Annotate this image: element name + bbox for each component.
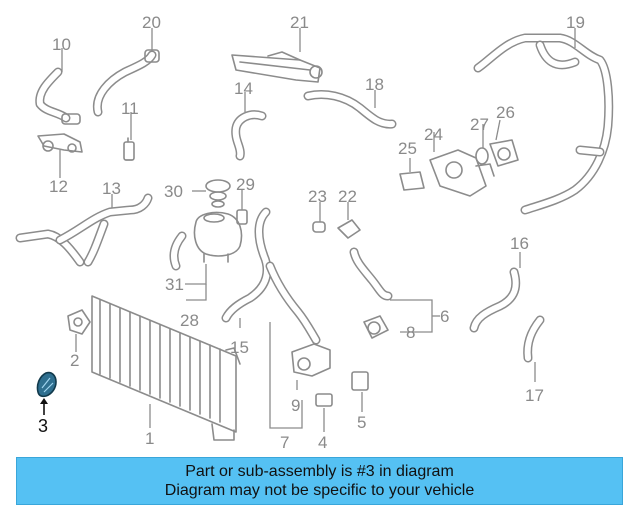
part-21-flange (231, 51, 323, 83)
part-2-bracket (67, 309, 91, 335)
callout-15: 15 (230, 338, 249, 357)
callout-30: 30 (164, 182, 183, 201)
callout-16: 16 (510, 234, 529, 253)
callout-7: 7 (280, 433, 289, 452)
callout-28: 28 (180, 311, 199, 330)
part-27-oring (475, 147, 489, 165)
part-23-plug (312, 221, 326, 233)
info-banner: Part or sub-assembly is #3 in diagram Di… (16, 457, 623, 505)
callout-numbers: 1 2 3 4 5 6 7 8 9 10 11 12 13 14 15 16 1… (38, 13, 585, 452)
callout-8: 8 (406, 323, 415, 342)
part-9-fitting (291, 343, 331, 377)
callout-25: 25 (398, 139, 417, 158)
part-15-hose (221, 207, 321, 345)
part-26-flange (489, 139, 519, 167)
callout-26: 26 (496, 103, 515, 122)
banner-line-disclaimer: Diagram may not be specific to your vehi… (164, 482, 475, 499)
callout-27: 27 (470, 115, 489, 134)
callout-22: 22 (338, 187, 357, 206)
callout-14: 14 (234, 79, 253, 98)
callout-29: 29 (236, 175, 255, 194)
callout-10: 10 (52, 35, 71, 54)
part-13-pipe (15, 193, 153, 267)
part-3-highlighted (36, 371, 57, 398)
callout-9: 9 (291, 396, 300, 415)
callout-4: 4 (318, 433, 327, 452)
part-5-sensor (351, 371, 369, 391)
part-31-hose (169, 231, 187, 271)
leader-lines (40, 28, 576, 432)
part-1-radiator (91, 295, 241, 441)
part-22-clip (337, 219, 361, 239)
callout-19: 19 (566, 13, 585, 32)
callout-31: 31 (165, 275, 184, 294)
part-18-hose (303, 90, 397, 129)
part-4-sensor (315, 393, 333, 407)
callout-12: 12 (49, 177, 68, 196)
part-8-fitting (363, 315, 389, 339)
callout-13: 13 (102, 179, 121, 198)
part-12-bracket (37, 133, 83, 153)
callout-3: 3 (38, 416, 48, 436)
part-24-housing (429, 149, 495, 197)
callout-18: 18 (365, 75, 384, 94)
part-10-hose (35, 67, 81, 125)
part-11-sensor (123, 137, 135, 161)
callout-21: 21 (290, 13, 309, 32)
callout-5: 5 (357, 413, 366, 432)
callout-11: 11 (121, 99, 139, 118)
part-6-hose (349, 247, 393, 301)
callout-2: 2 (70, 351, 79, 370)
part-25-gasket (399, 171, 425, 191)
part-14-hose (231, 110, 267, 161)
expansion-tank (193, 211, 243, 263)
part-17-hose (523, 315, 545, 363)
callout-1: 1 (145, 429, 154, 448)
callout-6: 6 (440, 307, 449, 326)
parts-diagram: 1 2 3 4 5 6 7 8 9 10 11 12 13 14 15 16 1… (15, 13, 614, 452)
part-16-hose (469, 267, 521, 333)
part-19-hose (473, 33, 614, 215)
callout-23: 23 (308, 187, 327, 206)
callout-17: 17 (525, 386, 544, 405)
callout-20: 20 (142, 13, 161, 32)
callout-24: 24 (424, 125, 443, 144)
banner-line-part-info: Part or sub-assembly is #3 in diagram (185, 463, 454, 480)
part-30-cap (205, 179, 231, 208)
